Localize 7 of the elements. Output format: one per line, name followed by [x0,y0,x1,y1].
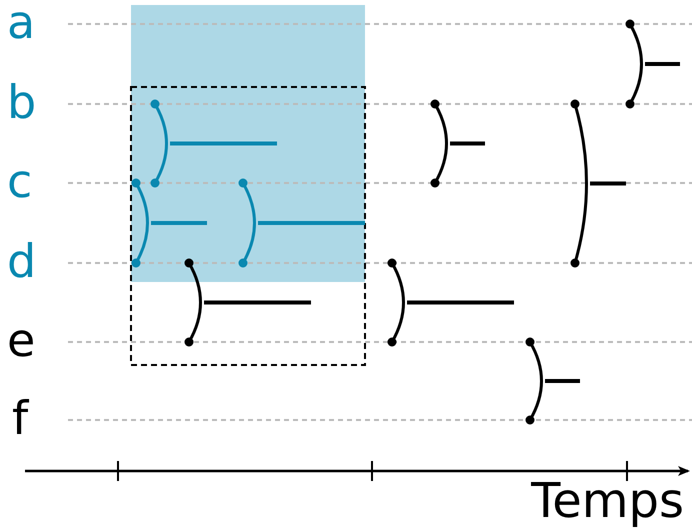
axis-label: Temps [531,477,684,525]
row-label: b [7,79,36,125]
row-label: c [7,158,32,204]
row-label: f [12,395,28,441]
row-label: d [7,238,36,284]
row-label: a [7,0,36,45]
row-label: e [7,317,36,363]
